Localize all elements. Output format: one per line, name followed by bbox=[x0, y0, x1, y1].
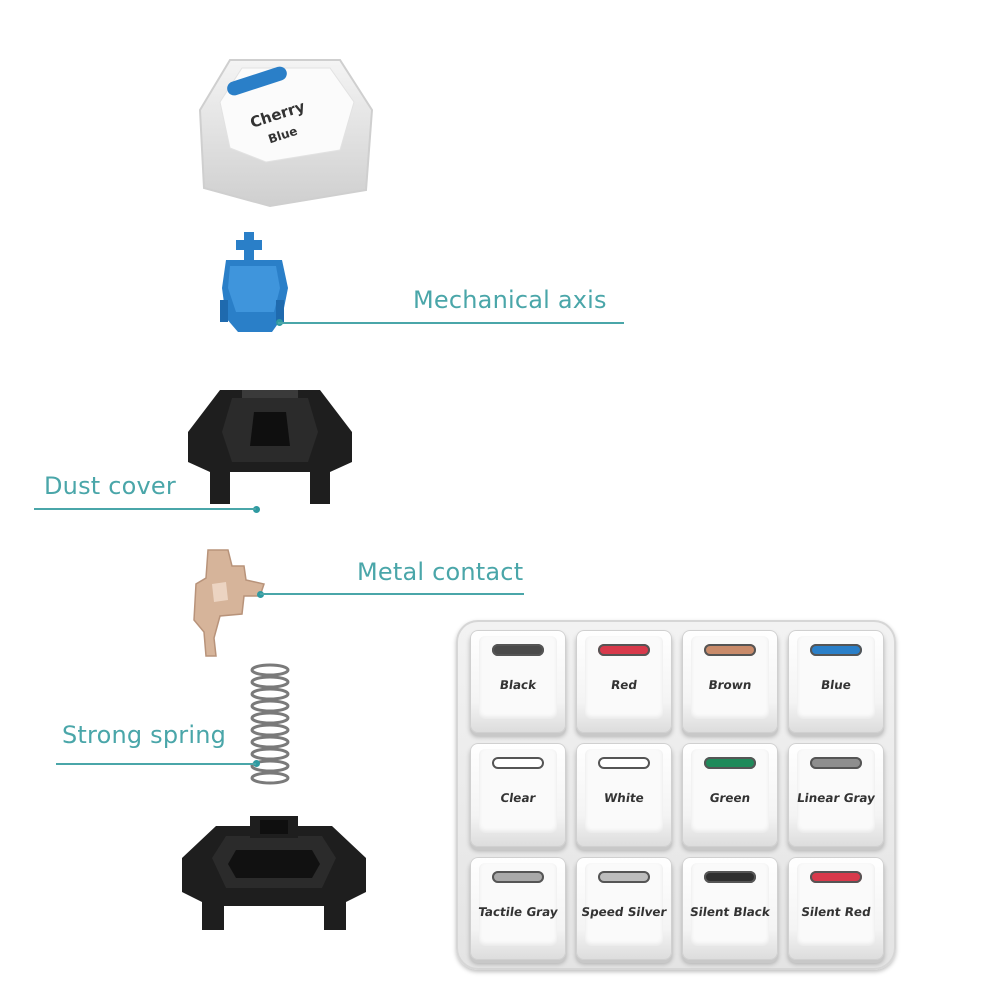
sampler-key-tactile-gray: Tactile Gray bbox=[470, 856, 566, 960]
color-indicator bbox=[704, 644, 756, 656]
key-label: Silent Black bbox=[689, 904, 771, 919]
metal-contact-label: Metal contact bbox=[357, 558, 524, 586]
key-label: Tactile Gray bbox=[477, 904, 559, 919]
color-indicator bbox=[810, 757, 862, 770]
dust-cover-line bbox=[34, 508, 256, 510]
mechanical-axis-line bbox=[278, 322, 624, 324]
metal-contact-line bbox=[260, 593, 524, 595]
dust-cover-pointer-dot bbox=[253, 506, 260, 513]
key-label: White bbox=[603, 791, 645, 806]
dust-cover-image bbox=[188, 390, 352, 504]
key-label: Brown bbox=[707, 678, 753, 692]
sampler-key-speed-silver: Speed Silver bbox=[576, 856, 672, 960]
key-label: Linear Gray bbox=[796, 791, 876, 806]
key-label: Silent Red bbox=[800, 904, 872, 919]
key-label: Blue bbox=[820, 678, 852, 692]
key-label: Speed Silver bbox=[580, 904, 668, 919]
sampler-key-brown: Brown bbox=[682, 630, 778, 734]
color-indicator bbox=[810, 870, 862, 883]
key-label: Black bbox=[498, 678, 538, 692]
sampler-key-blue: Blue bbox=[788, 630, 884, 734]
metal-contact-image bbox=[193, 549, 265, 657]
color-indicator bbox=[492, 644, 544, 656]
color-indicator bbox=[704, 757, 756, 770]
color-indicator bbox=[598, 644, 650, 656]
sampler-key-clear: Clear bbox=[470, 743, 566, 847]
color-indicator bbox=[598, 757, 650, 770]
sampler-key-silent-black: Silent Black bbox=[682, 856, 778, 960]
keycap-image: Cherry Blue bbox=[198, 59, 374, 208]
color-indicator bbox=[598, 870, 650, 883]
key-label: Green bbox=[708, 791, 752, 806]
dust-cover-label: Dust cover bbox=[44, 472, 176, 500]
mechanical-axis-label: Mechanical axis bbox=[413, 286, 607, 314]
sampler-key-red: Red bbox=[576, 630, 672, 734]
sampler-key-linear-gray: Linear Gray bbox=[788, 743, 884, 847]
key-label: Red bbox=[610, 678, 638, 692]
sampler-key-green: Green bbox=[682, 743, 778, 847]
stem-image bbox=[220, 232, 288, 332]
switch-sampler-board: Black Red Brown Blue Clear White Green L… bbox=[456, 620, 896, 970]
sampler-key-silent-red: Silent Red bbox=[788, 856, 884, 960]
spring-pointer-dot bbox=[253, 760, 260, 767]
strong-spring-line bbox=[56, 763, 256, 765]
color-indicator bbox=[704, 870, 756, 883]
sampler-key-grid: Black Red Brown Blue Clear White Green L… bbox=[470, 630, 884, 960]
sampler-key-black: Black bbox=[470, 630, 566, 734]
spring-image bbox=[250, 663, 290, 785]
key-label: Clear bbox=[499, 791, 537, 806]
sampler-key-white: White bbox=[576, 743, 672, 847]
bottom-housing-image bbox=[182, 816, 366, 930]
color-indicator bbox=[492, 870, 544, 883]
strong-spring-label: Strong spring bbox=[62, 721, 227, 749]
color-indicator bbox=[492, 757, 544, 770]
color-indicator bbox=[810, 644, 862, 656]
